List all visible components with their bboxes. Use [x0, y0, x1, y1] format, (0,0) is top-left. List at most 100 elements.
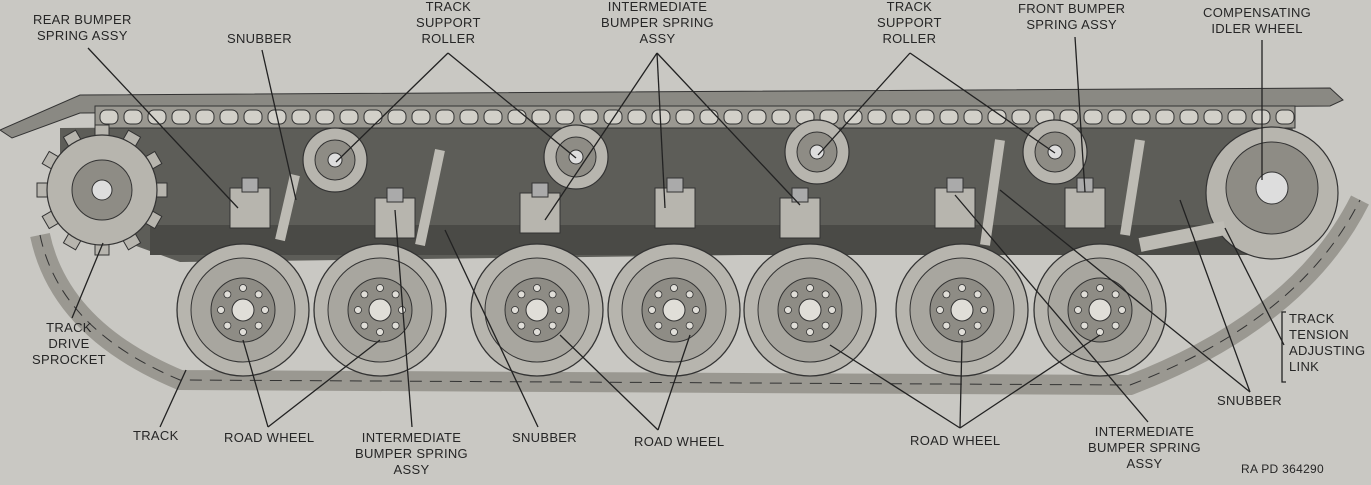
leader-line [829, 344, 961, 429]
track-link [915, 109, 935, 125]
support-roller-cap [568, 149, 584, 165]
leader-line [959, 339, 963, 429]
wheel-nut [239, 284, 247, 292]
track-link [483, 109, 503, 125]
tension-link-bracket [1281, 311, 1286, 383]
track-link [1203, 109, 1223, 125]
leader-line [159, 369, 187, 428]
track-link [411, 109, 431, 125]
wheel-nut [360, 321, 369, 330]
wheel-nut [376, 284, 384, 292]
leader-line [817, 52, 911, 156]
wheel-nut [555, 306, 563, 314]
spring-assembly [934, 187, 976, 229]
label-track-drive-sprocket: TRACK DRIVE SPROCKET [32, 320, 106, 367]
wheel-nut [958, 328, 966, 336]
track-link [771, 109, 791, 125]
leader-line [87, 47, 239, 209]
wheel-nut [821, 321, 830, 330]
track-link [1179, 109, 1199, 125]
label-track-bottom: TRACK [133, 428, 179, 443]
road-wheel-hub [525, 298, 549, 322]
support-roller-cap [1047, 144, 1063, 160]
wheel-nut [254, 321, 263, 330]
snubber-strut [1120, 139, 1145, 236]
track-link [387, 109, 407, 125]
leader-line [267, 339, 381, 428]
wheel-nut [1111, 321, 1120, 330]
wheel-nut [654, 290, 663, 299]
track-link [723, 109, 743, 125]
wheel-nut [973, 290, 982, 299]
leader-line [261, 49, 297, 201]
track-link [867, 109, 887, 125]
label-compensating-idler-wheel: COMPENSATING IDLER WHEEL [1203, 5, 1312, 36]
wheel-nut [376, 328, 384, 336]
wheel-nut [1074, 306, 1082, 314]
wheel-nut [217, 306, 225, 314]
wheel-nut [548, 321, 557, 330]
spring-cap [946, 177, 964, 193]
tension-adjusting-link [1138, 221, 1227, 252]
wheel-nut [391, 290, 400, 299]
upper-track-run [94, 105, 1296, 129]
wheel-nut [261, 306, 269, 314]
lower-track-links [39, 199, 1361, 386]
road-wheel-hub [231, 298, 255, 322]
wheel-nut [548, 290, 557, 299]
wheel-nut [942, 321, 951, 330]
leader-line [559, 334, 659, 431]
track-link [171, 109, 191, 125]
wheel-nut [517, 321, 526, 330]
leader-line [959, 334, 1101, 429]
wheel-nut [354, 306, 362, 314]
wheel-nut [980, 306, 988, 314]
track-link [1107, 109, 1127, 125]
support-roller-cap [327, 152, 343, 168]
track-link [675, 109, 695, 125]
track-link [531, 109, 551, 125]
leader-line [656, 52, 801, 206]
track-link [219, 109, 239, 125]
wheel-nut [685, 321, 694, 330]
wheel-nut [806, 328, 814, 336]
track-link [435, 109, 455, 125]
leader-line [444, 229, 539, 428]
wheel-nut [654, 321, 663, 330]
track-link [195, 109, 215, 125]
wheel-nut [942, 290, 951, 299]
track-link [579, 109, 599, 125]
track-link [555, 109, 575, 125]
wheel-nut [517, 290, 526, 299]
drive-sprocket [36, 124, 168, 256]
spring-cap [531, 182, 549, 198]
wheel-nut [533, 284, 541, 292]
wheel-nut [648, 306, 656, 314]
idler-wheel [1138, 126, 1339, 260]
spring-assembly [779, 197, 821, 239]
label-track-support-roller-right: TRACK SUPPORT ROLLER [877, 0, 942, 46]
leader-line [71, 242, 104, 319]
label-track-support-roller-left: TRACK SUPPORT ROLLER [416, 0, 481, 46]
label-front-bumper-spring-assy: FRONT BUMPER SPRING ASSY [1018, 1, 1126, 32]
track-link [339, 109, 359, 125]
wheel-nut [973, 321, 982, 330]
wheel-nut [360, 290, 369, 299]
wheel-nut [1096, 328, 1104, 336]
track-link [699, 109, 719, 125]
wheel-nut [670, 328, 678, 336]
leader-line [394, 209, 413, 428]
label-road-wheel-right: ROAD WHEEL [910, 433, 1001, 448]
track-link [243, 109, 263, 125]
label-intermediate-bumper-spring-bottom-right: INTERMEDIATE BUMPER SPRING ASSY [1088, 424, 1201, 471]
track-link [963, 109, 983, 125]
leader-line [999, 189, 1251, 393]
track-link [1131, 109, 1151, 125]
wheel-nut [936, 306, 944, 314]
leader-line [656, 52, 666, 209]
leader-lines [71, 36, 1285, 431]
leader-line [1224, 227, 1285, 346]
track-link [627, 109, 647, 125]
track-link [1227, 109, 1247, 125]
label-snubber-top: SNUBBER [227, 31, 292, 46]
